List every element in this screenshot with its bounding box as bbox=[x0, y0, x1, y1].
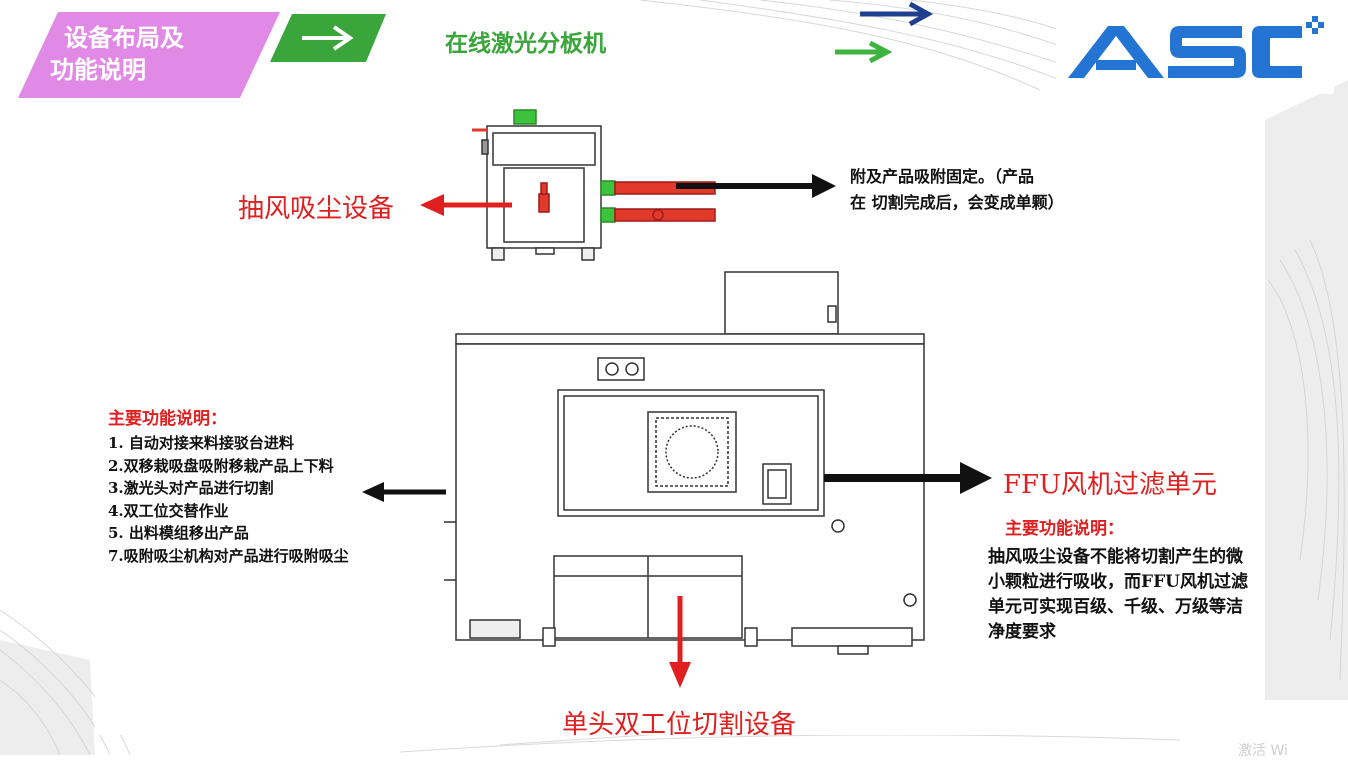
dust-equipment-label: 抽风吸尘设备 bbox=[238, 194, 395, 224]
callout-arrows bbox=[362, 174, 992, 688]
page-subtitle: 在线激光分板机 bbox=[445, 31, 606, 57]
header-banner bbox=[18, 12, 280, 98]
main-function-title: 主要功能说明： bbox=[108, 409, 227, 429]
asc-logo bbox=[1056, 8, 1334, 94]
main-function-list: 1. 自动对接来料接驳台进料 2.双移栽吸盘吸附移栽产品上下料 3.激光头对产品… bbox=[108, 432, 373, 567]
function-item: 4.双工位交替作业 bbox=[108, 501, 229, 520]
ffu-description: 抽风吸尘设备不能将切割产生的微小颗粒进行吸收，而FFU风机过滤单元可实现百级、千… bbox=[988, 547, 1248, 642]
attach-description: 附及产品吸附固定。（产品 在 切割完成后，会变成单颗） bbox=[850, 167, 1064, 212]
decorative-arrows bbox=[835, 1, 934, 64]
header-title: 设备布局及 功能说明 bbox=[50, 24, 184, 84]
function-item: 2.双移栽吸盘吸附移栽产品上下料 bbox=[108, 456, 334, 475]
ffu-function-title: 主要功能说明： bbox=[1005, 519, 1124, 539]
function-item: 5. 出料模组移出产品 bbox=[108, 524, 249, 542]
function-item: 7.吸附吸尘机构对产品进行吸附吸尘 bbox=[108, 546, 349, 565]
header-arrow-badge bbox=[270, 14, 386, 62]
function-item: 3.激光头对产品进行切割 bbox=[108, 479, 274, 497]
activation-watermark: 激活 Wi bbox=[1238, 743, 1288, 759]
asc-logo-mark bbox=[1068, 16, 1324, 78]
ffu-unit-label: FFU风机过滤单元 bbox=[1003, 470, 1217, 500]
single-head-equipment-label: 单头双工位切割设备 bbox=[562, 710, 797, 740]
dust-collector-unit bbox=[472, 109, 716, 261]
right-arrow-icon bbox=[302, 25, 354, 51]
main-machine bbox=[444, 271, 925, 655]
function-item: 1. 自动对接来料接驳台进料 bbox=[108, 434, 294, 452]
